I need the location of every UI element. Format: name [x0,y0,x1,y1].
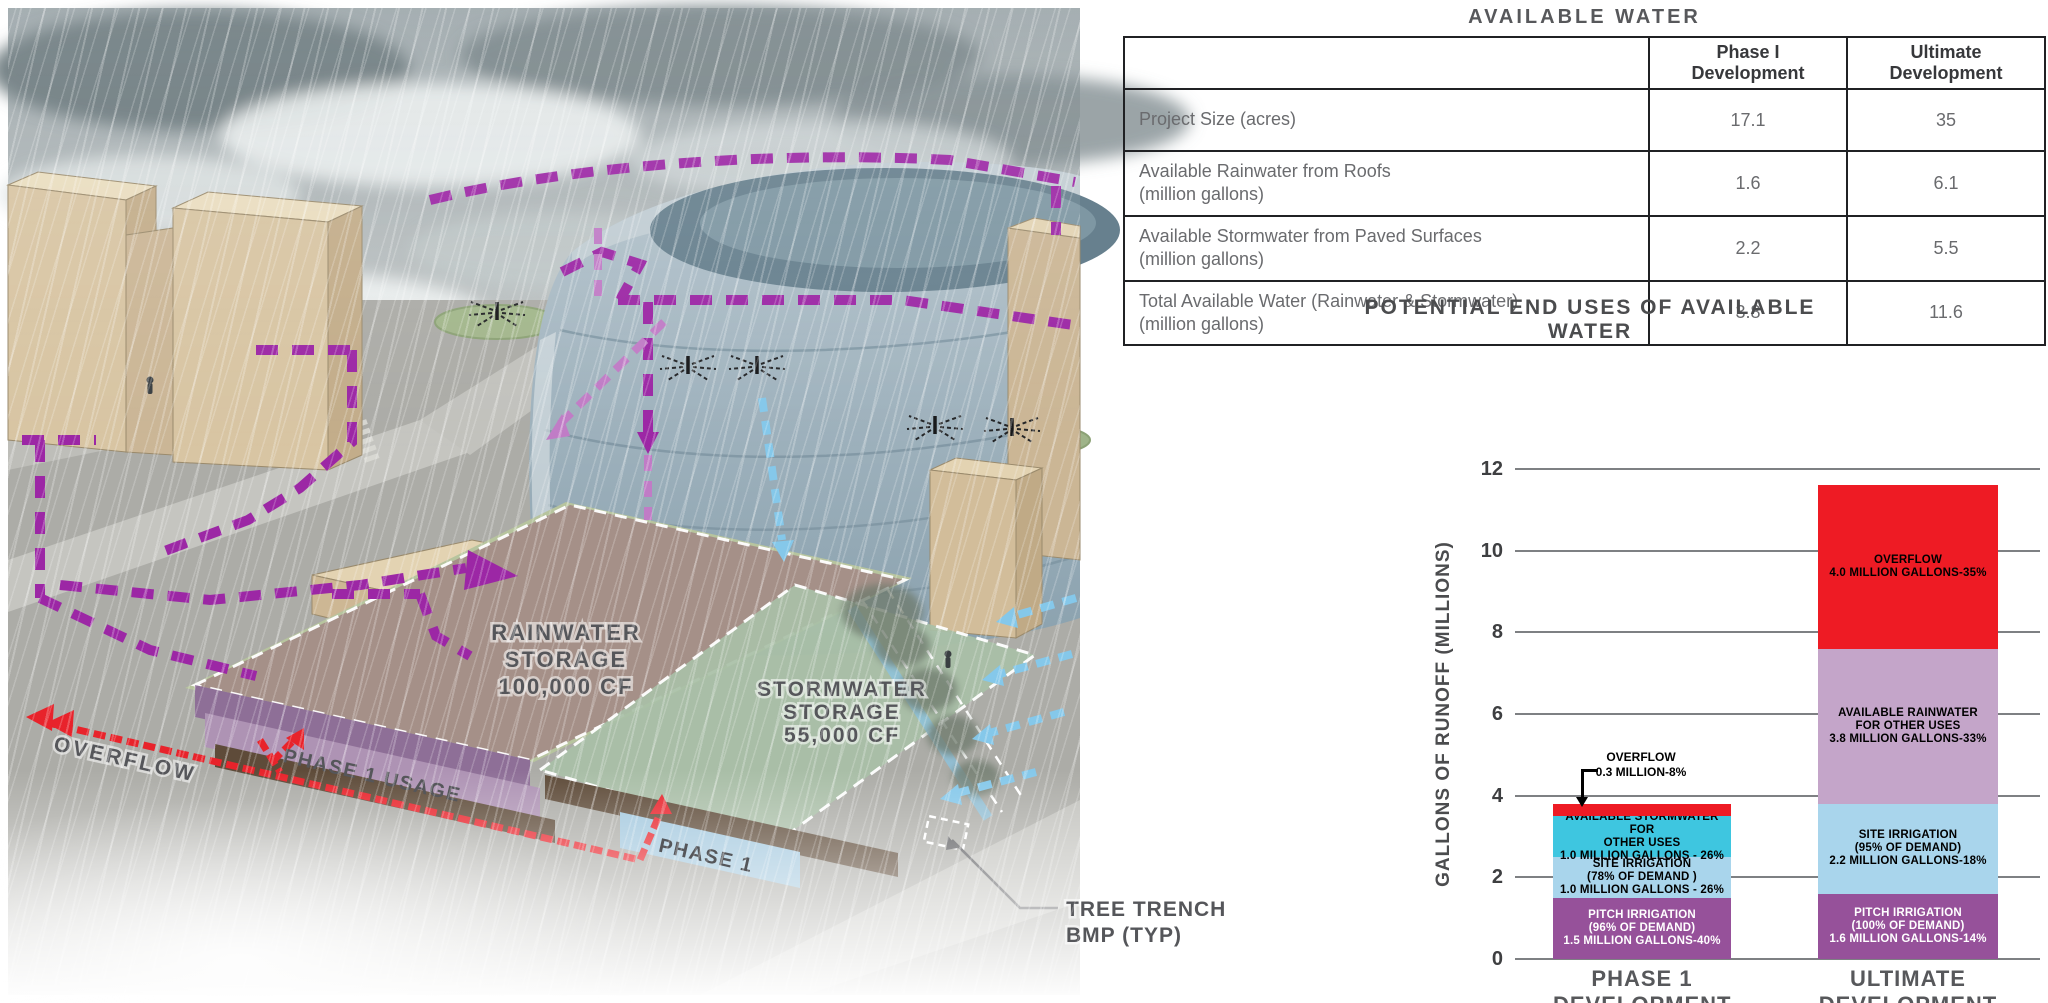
person-figure [146,376,952,668]
overflow-callout: OVERFLOW 0.3 MILLION-8% [1595,750,1687,779]
y-tick-label: 12 [1480,458,1503,480]
table-row: Available Rainwater from Roofs(million g… [1123,150,2047,217]
tree-icon [842,584,1000,796]
svg-text:STORAGE: STORAGE [783,701,900,724]
table-row: Total Available Water (Rainwater & Storm… [1123,279,2047,347]
gridline [1515,549,2040,552]
rainwater-flow-dashes [22,152,1081,681]
callout-bracket [1581,769,1598,802]
gridline [1515,468,2040,470]
gridline [1515,631,2040,634]
callout-arrowhead-icon [1576,797,1588,807]
svg-text:STORAGE: STORAGE [505,647,627,672]
site-illustration: OVERFLOW RAINWATER STORAGE 100,000 CF ST… [0,5,1228,1003]
gridline [1515,794,2040,797]
y-tick-label: 4 [1491,784,1503,807]
site-illustration-svg: OVERFLOW RAINWATER STORAGE 100,000 CF ST… [0,5,1228,1003]
bar-segment-overflow [1553,803,1731,817]
gridline [1515,713,2040,715]
flow-arrowhead [546,414,570,440]
y-tick-label: 8 [1491,621,1503,644]
tree-trench-label: TREE TRENCH [1066,898,1226,921]
svg-text:BMP (TYP): BMP (TYP) [1066,924,1182,947]
category-label-phase1: PHASE 1 DEVELOPMENT [1553,966,1730,1003]
table-row: Project Size (acres) 17.1 35 [1123,88,2047,152]
y-tick-label: 10 [1480,539,1503,562]
svg-text:100,000 CF: 100,000 CF [499,674,634,699]
header-empty [1123,36,1650,90]
chart-title: POTENTIAL END USES OF AVAILABLE WATER [1364,296,1816,343]
bar-segment-pitch-irrigation: PITCH IRRIGATION(96% OF DEMAND)1.5 MILLI… [1553,897,1731,959]
svg-text:55,000 CF: 55,000 CF [784,724,900,747]
flow-arrowhead [464,550,518,590]
bar-segment-site-irrigation: SITE IRRIGATION(78% OF DEMAND )1.0 MILLI… [1553,856,1731,898]
y-tick-label: 2 [1491,866,1503,889]
bar-segment-pitch-irrigation: PITCH IRRIGATION(100% OF DEMAND)1.6 MILL… [1818,893,1998,959]
gridline [1515,958,2040,960]
category-label-ultimate: ULTIMATE DEVELOPMENT [1819,966,1996,1003]
gridline [1515,876,2040,879]
bar-segment-site-irrigation: SITE IRRIGATION(95% OF DEMAND)2.2 MILLIO… [1818,803,1998,894]
table-title: AVAILABLE WATER [1468,6,1701,28]
light-purple-flow-dashes [557,228,667,520]
flow-arrowhead [637,432,659,454]
stormwater-storage-label: STORMWATER [757,678,927,701]
y-tick-label: 0 [1491,948,1503,970]
table-row: Available Stormwater from Paved Surfaces… [1123,214,2047,282]
y-tick-label: 6 [1491,703,1503,725]
overflow-arrow [43,718,662,865]
rainwater-storage-label: RAINWATER [491,620,641,645]
plot-area: PHASE 1 DEVELOPMENT ULTIMATE DEVELOPMENT… [1481,458,2040,1003]
white-fade-corner [0,800,670,1003]
